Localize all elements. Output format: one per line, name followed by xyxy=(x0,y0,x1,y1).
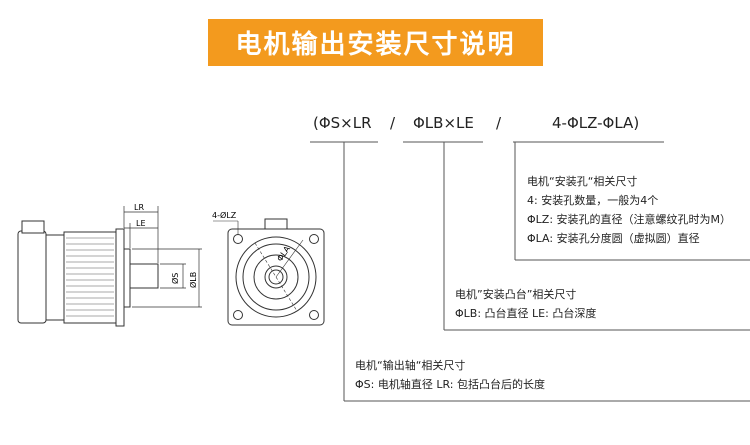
motor-connector xyxy=(21,220,45,234)
mount-hole-tr xyxy=(309,234,319,244)
note-mount-hole-line-1: 4: 安装孔数量，一般为4个 xyxy=(527,194,659,207)
motor-body xyxy=(63,231,117,324)
mount-hole-br xyxy=(309,310,319,320)
mount-hole-bl xyxy=(233,310,243,320)
title-banner: 电机输出安装尺寸说明 xyxy=(208,19,543,66)
page-title: 电机输出安装尺寸说明 xyxy=(235,30,516,60)
note-shaft-heading: 电机“输出轴“相关尺寸 xyxy=(355,359,466,372)
code-mount-hole: 4-ΦLZ-ΦLA) xyxy=(552,114,640,132)
mount-hole-tl xyxy=(233,234,243,244)
motor-shaft xyxy=(129,263,159,289)
note-boss-heading: 电机”安装凸台”相关尺寸 xyxy=(455,288,577,301)
note-boss: 电机”安装凸台”相关尺寸 ΦLB: 凸台直径 LE: 凸台深度 xyxy=(455,285,596,323)
note-mount-hole-line-2: ΦLZ: 安装孔的直径（注意螺纹孔时为M） xyxy=(527,213,732,226)
note-shaft-line: ΦS: 电机轴直径 LR: 包括凸台后的长度 xyxy=(355,378,545,391)
code-boss: ΦLB×LE xyxy=(413,114,474,132)
code-separator-2: / xyxy=(496,114,502,132)
code-shaft: (ΦS×LR xyxy=(313,114,372,132)
note-boss-line: ΦLB: 凸台直径 LE: 凸台深度 xyxy=(455,307,597,320)
note-shaft: 电机“输出轴“相关尺寸 ΦS: 电机轴直径 LR: 包括凸台后的长度 xyxy=(355,356,545,394)
note-mount-hole-line-3: ΦLA: 安装孔分度圆（虚拟圆）直径 xyxy=(527,232,700,245)
label-lz: 4-ØLZ xyxy=(212,210,237,220)
label-s: ØS xyxy=(170,273,180,284)
note-mount-hole: 电机“安装孔“相关尺寸 4: 安装孔数量，一般为4个 ΦLZ: 安装孔的直径（注… xyxy=(527,172,731,248)
note-mount-hole-heading: 电机“安装孔“相关尺寸 xyxy=(527,175,638,188)
label-le: LE xyxy=(136,219,146,228)
label-lr: LR xyxy=(134,203,144,212)
code-separator-1: / xyxy=(390,114,396,132)
label-lb: ØLB xyxy=(188,272,198,288)
